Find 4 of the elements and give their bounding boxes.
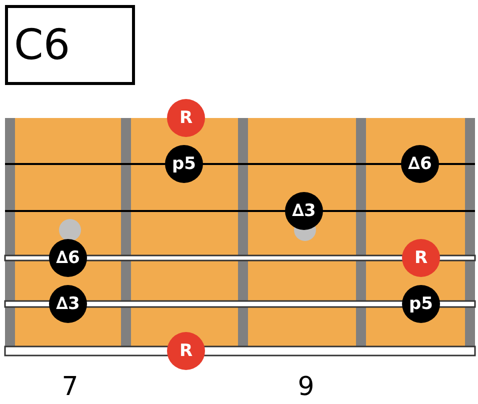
fret-number: 9 — [298, 372, 314, 402]
fret-number: 7 — [62, 372, 78, 402]
chord-title: C6 — [5, 5, 135, 85]
root-dot: R — [167, 99, 205, 137]
